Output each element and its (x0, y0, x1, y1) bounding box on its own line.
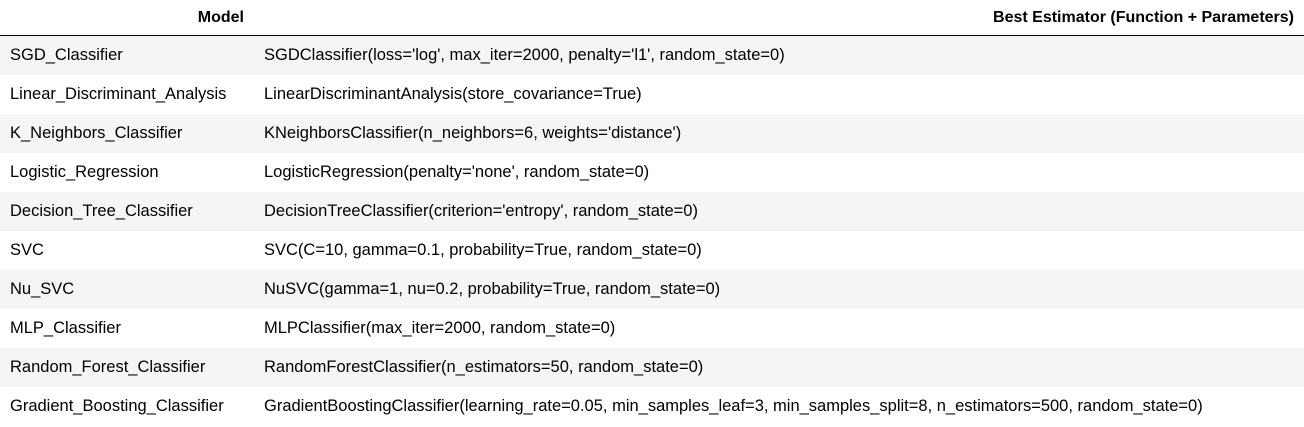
table-row: K_Neighbors_Classifier KNeighborsClassif… (0, 114, 1304, 153)
cell-estimator: LogisticRegression(penalty='none', rando… (264, 163, 650, 181)
cell-estimator: RandomForestClassifier(n_estimators=50, … (264, 358, 704, 376)
cell-estimator: NuSVC(gamma=1, nu=0.2, probability=True,… (264, 280, 721, 298)
cell-estimator: GradientBoostingClassifier(learning_rate… (264, 397, 1203, 415)
table-row: Logistic_Regression LogisticRegression(p… (0, 153, 1304, 192)
table-row: Decision_Tree_Classifier DecisionTreeCla… (0, 192, 1304, 231)
cell-model: MLP_Classifier (10, 319, 121, 337)
table-header: Model Best Estimator (Function + Paramet… (0, 0, 1304, 36)
cell-estimator: MLPClassifier(max_iter=2000, random_stat… (264, 319, 616, 337)
cell-estimator: SGDClassifier(loss='log', max_iter=2000,… (264, 46, 785, 64)
table-row: Gradient_Boosting_Classifier GradientBoo… (0, 387, 1304, 426)
header-model: Model (0, 0, 254, 36)
header-row: Model Best Estimator (Function + Paramet… (0, 0, 1304, 36)
table-row: Linear_Discriminant_Analysis LinearDiscr… (0, 75, 1304, 114)
cell-model: Random_Forest_Classifier (10, 358, 206, 376)
cell-estimator: KNeighborsClassifier(n_neighbors=6, weig… (264, 124, 682, 142)
cell-estimator: DecisionTreeClassifier(criterion='entrop… (264, 202, 698, 220)
table-row: SVC SVC(C=10, gamma=0.1, probability=Tru… (0, 231, 1304, 270)
cell-model: SGD_Classifier (10, 46, 123, 64)
table-row: SGD_Classifier SGDClassifier(loss='log',… (0, 35, 1304, 75)
cell-model: Linear_Discriminant_Analysis (10, 85, 227, 103)
cell-model: SVC (10, 241, 44, 259)
cell-model: Logistic_Regression (10, 163, 159, 181)
header-best-estimator: Best Estimator (Function + Parameters) (254, 0, 1304, 36)
cell-estimator: LinearDiscriminantAnalysis(store_covaria… (264, 85, 642, 103)
table-row: MLP_Classifier MLPClassifier(max_iter=20… (0, 309, 1304, 348)
table-row: Random_Forest_Classifier RandomForestCla… (0, 348, 1304, 387)
cell-model: Gradient_Boosting_Classifier (10, 397, 224, 415)
cell-estimator: SVC(C=10, gamma=0.1, probability=True, r… (264, 241, 702, 259)
cell-model: K_Neighbors_Classifier (10, 124, 183, 142)
table-row: Nu_SVC NuSVC(gamma=1, nu=0.2, probabilit… (0, 270, 1304, 309)
cell-model: Decision_Tree_Classifier (10, 202, 193, 220)
cell-model: Nu_SVC (10, 280, 75, 298)
table-body: SGD_Classifier SGDClassifier(loss='log',… (0, 35, 1304, 426)
